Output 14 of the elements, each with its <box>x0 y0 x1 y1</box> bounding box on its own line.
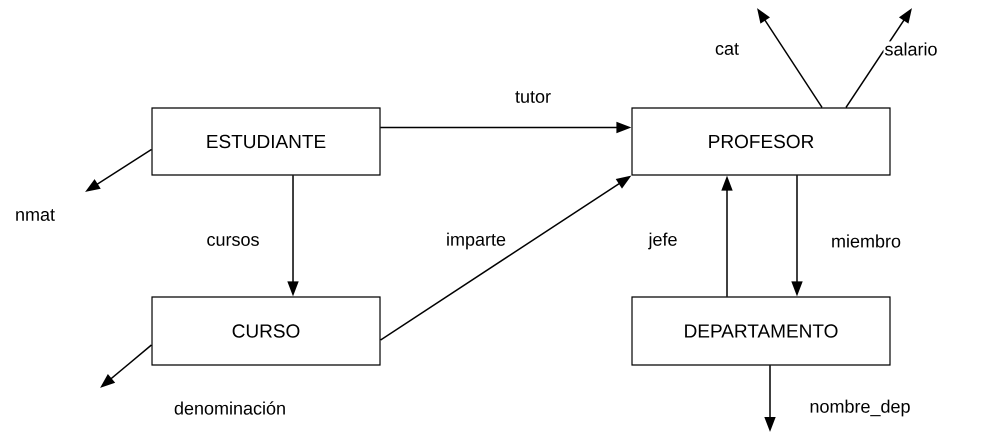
edge-label: salario <box>883 41 938 57</box>
entity-box: PROFESOR <box>631 107 891 176</box>
edge-label: jefe <box>648 232 679 250</box>
entity-box: CURSO <box>151 296 381 366</box>
entity-box: ESTUDIANTE <box>151 107 381 176</box>
edge-label: nmat <box>14 208 56 222</box>
edge-label: denominación <box>172 400 288 416</box>
entity-box: DEPARTAMENTO <box>631 296 891 366</box>
edge-label: imparte <box>445 232 508 250</box>
edge-label: cat <box>714 42 740 56</box>
edge-label: cursos <box>206 235 261 247</box>
edge-label: miembro <box>830 233 902 249</box>
edge-label: tutor <box>514 90 552 104</box>
edge-label: nombre_dep <box>808 398 912 418</box>
